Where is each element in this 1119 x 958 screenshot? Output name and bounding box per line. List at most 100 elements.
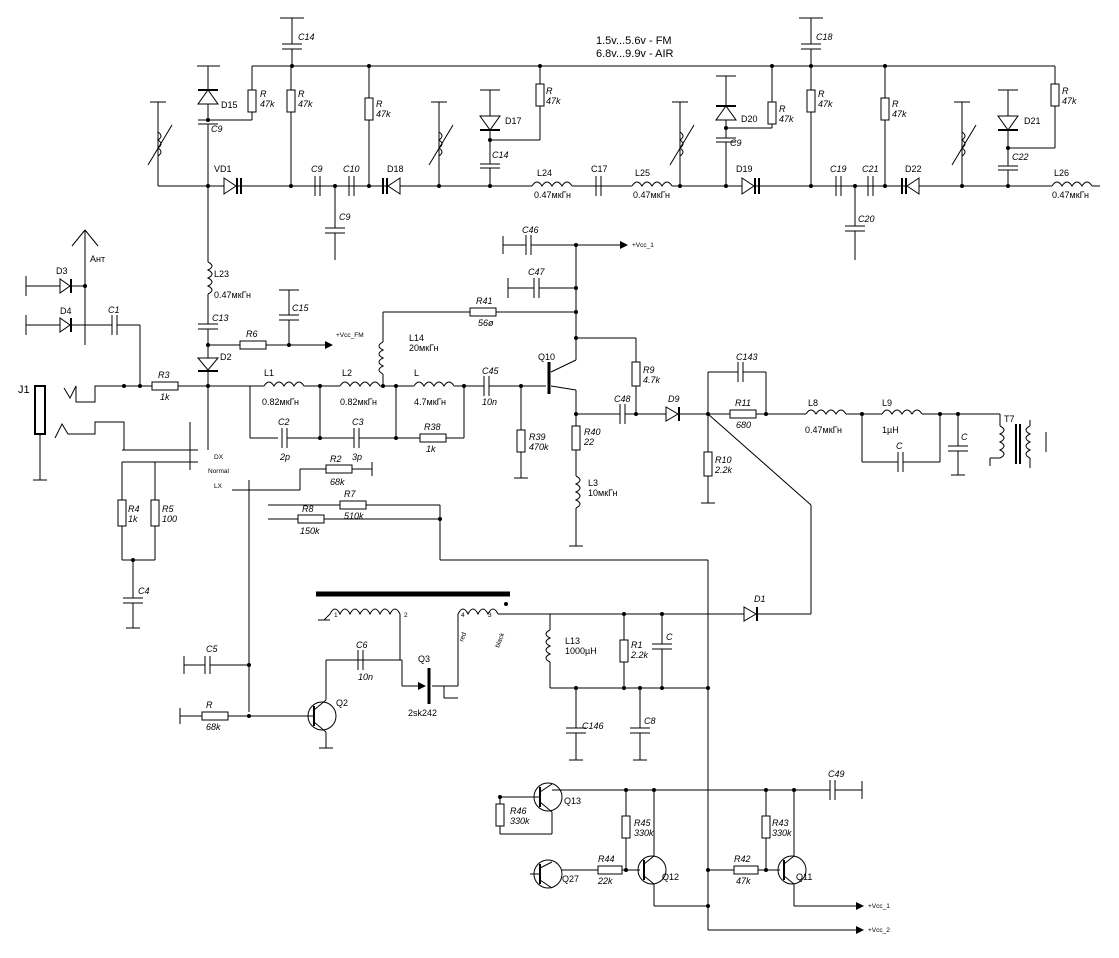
label-r4-value: 1k — [128, 514, 138, 524]
resistor-r2 — [268, 462, 373, 491]
label-r-b: R — [298, 89, 305, 99]
label-c9-d: C9 — [730, 138, 742, 148]
label-l3-value: 10мкГн — [588, 488, 618, 498]
resistor-r-47k-e — [767, 66, 777, 128]
capacitor-c2 — [281, 428, 320, 448]
label-q11: Q11 — [796, 872, 812, 882]
label-vcc1-top: +Vcc_1 — [632, 242, 654, 249]
label-c20: C20 — [858, 214, 875, 224]
resistor-r-47k-h — [1050, 66, 1060, 148]
label-c14-b: C14 — [492, 150, 509, 160]
resistor-r43 — [761, 790, 771, 870]
label-r38: R38 — [424, 422, 441, 432]
label-c6: C6 — [356, 640, 368, 650]
label-pin-2: 2 — [404, 612, 408, 619]
capacitor-c3 — [320, 428, 396, 448]
label-q13: Q13 — [564, 796, 581, 806]
label-j1: J1 — [18, 384, 30, 396]
label-r11: R11 — [735, 398, 751, 408]
label-l3: L3 — [588, 478, 598, 488]
label-l23-value: 0.47мкГн — [214, 290, 251, 300]
label-r43-value: 330k — [772, 828, 792, 838]
label-c13: C13 — [212, 313, 229, 323]
label-l23: L23 — [214, 269, 229, 279]
inductor-l13 — [545, 614, 708, 689]
label-r41: R41 — [476, 296, 493, 306]
resistor-r42 — [708, 865, 780, 875]
label-r45: R45 — [634, 818, 652, 828]
label-l1-value: 0.82мкГн — [262, 397, 299, 407]
capacitor-c47 — [507, 278, 576, 298]
label-r-e-value: 47k — [779, 114, 794, 124]
label-l8-value: 0.47мкГн — [805, 425, 842, 435]
label-r-c: R — [376, 99, 383, 109]
label-r-g: R — [892, 99, 899, 109]
capacitor-c14-top — [280, 17, 304, 66]
inductor-l26 — [1051, 180, 1093, 188]
label-r-h: R — [1062, 86, 1069, 96]
label-c17: C17 — [591, 164, 608, 174]
label-q2: Q2 — [336, 698, 348, 708]
diode-d4 — [25, 315, 112, 335]
label-r-b-value: 47k — [298, 99, 313, 109]
label-c14: C14 — [298, 32, 315, 42]
capacitor-c20 — [845, 186, 865, 260]
resistor-r44 — [597, 865, 640, 875]
label-r-a: R — [260, 89, 267, 99]
tuning-inductor-4 — [951, 101, 977, 186]
label-d4: D4 — [60, 306, 72, 316]
capacitor-c21 — [867, 176, 874, 196]
label-black: black — [494, 631, 506, 648]
resistor-r-47k-b — [286, 66, 296, 186]
diode-d2 — [196, 357, 220, 450]
resistor-r39 — [514, 386, 528, 479]
varicap-d22 — [901, 177, 920, 195]
label-q10: Q10 — [538, 352, 555, 362]
resistor-r6 — [239, 340, 333, 350]
label-l9-value: 1µH — [882, 425, 899, 435]
label-r46-value: 330k — [510, 816, 530, 826]
label-c1: C1 — [108, 305, 120, 315]
label-c47: C47 — [528, 267, 546, 277]
label-r2: R2 — [330, 454, 342, 464]
label-r-q2-value: 68k — [206, 722, 221, 732]
label-r39: R39 — [529, 432, 546, 442]
label-r40: R40 — [584, 427, 601, 437]
capacitor-c143 — [707, 362, 767, 414]
label-r44: R44 — [598, 854, 615, 864]
resistor-r8 — [268, 514, 440, 524]
label-r11-value: 680 — [736, 420, 751, 430]
diode-d3 — [25, 276, 85, 296]
voltage-range-air: 6.8v...9.9v - AIR — [596, 48, 673, 60]
resistor-r-47k-f — [806, 66, 816, 186]
label-r3-value: 1k — [160, 392, 170, 402]
capacitor-c48 — [576, 404, 666, 424]
label-c18: C18 — [816, 32, 833, 42]
audio-jack-j1 — [33, 385, 180, 481]
resistor-r-47k-a — [210, 66, 257, 121]
resistor-r9 — [576, 337, 641, 414]
label-c143: C143 — [736, 352, 758, 362]
label-r8-value: 150k — [300, 526, 320, 536]
varicap-d17 — [479, 89, 540, 186]
label-r-f: R — [818, 89, 825, 99]
label-d2: D2 — [220, 352, 232, 362]
label-r-a-value: 47k — [260, 99, 275, 109]
label-r40-value: 22 — [583, 437, 594, 447]
label-l24-value: 0.47мкГн — [534, 190, 571, 200]
label-l2-value: 0.82мкГн — [340, 397, 377, 407]
label-r7-value: 510k — [344, 511, 364, 521]
resistor-r5 — [122, 462, 160, 561]
capacitor-c15 — [279, 289, 299, 345]
label-r9: R9 — [643, 365, 655, 375]
label-c45-value: 10n — [482, 397, 497, 407]
label-r6: R6 — [246, 329, 258, 339]
label-q27: Q27 — [562, 874, 579, 884]
label-r44-value: 22k — [597, 876, 613, 886]
inductor-l3 — [569, 475, 583, 547]
label-r-g-value: 47k — [892, 109, 907, 119]
label-c2: C2 — [278, 417, 290, 427]
label-r5-value: 100 — [162, 514, 177, 524]
label-c146: C146 — [582, 721, 604, 731]
